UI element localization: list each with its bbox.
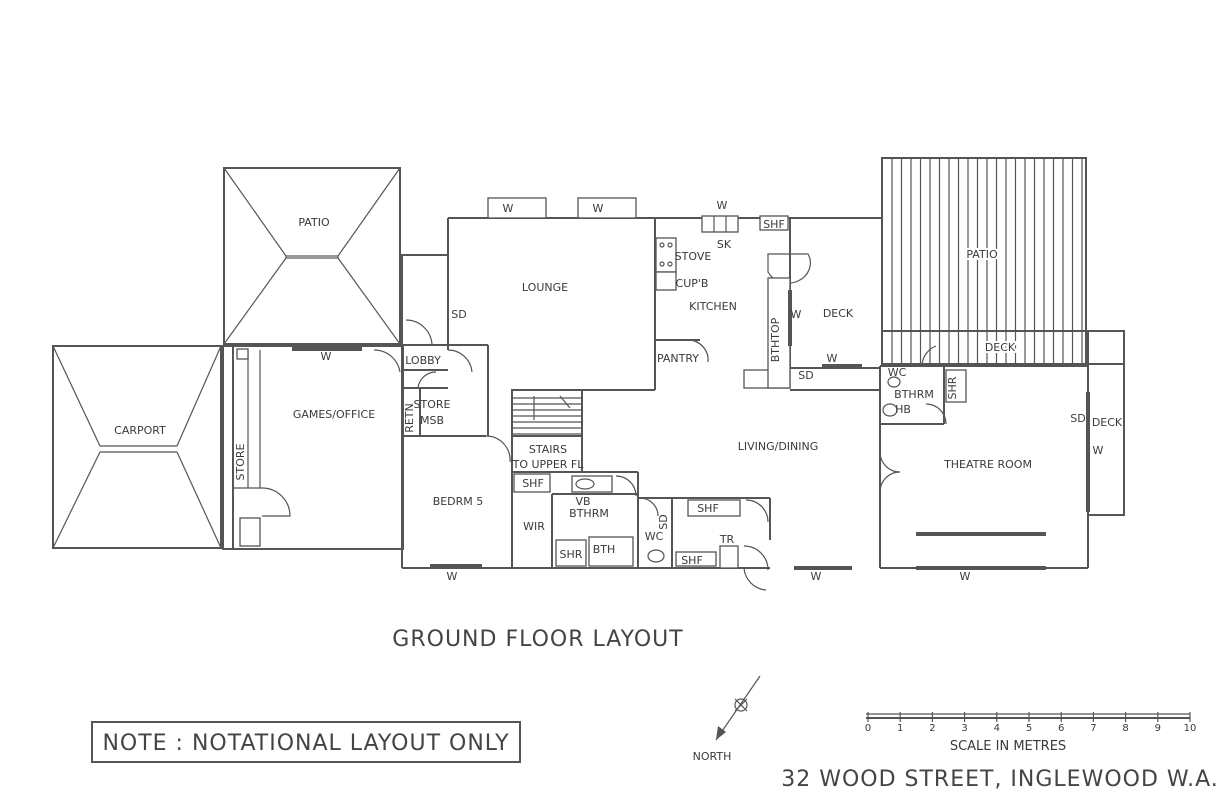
deck-top-label: DECK <box>823 307 854 320</box>
plan-title: GROUND FLOOR LAYOUT <box>392 627 683 652</box>
shf-lower2-label: SHF <box>681 554 703 567</box>
carport-label: CARPORT <box>114 424 166 437</box>
window-mark: W <box>827 352 838 365</box>
window-mark: W <box>593 202 604 215</box>
window-mark: W <box>321 350 332 363</box>
msb-label: MSB <box>420 414 444 427</box>
wc-mid-label: WC <box>645 530 664 543</box>
scale-label: SCALE IN METRES <box>950 739 1066 754</box>
living-dining: LIVING/DINING W <box>581 389 880 583</box>
scale-bar: 0 1 2 3 4 5 6 7 8 9 10 SCALE IN METRES <box>865 712 1197 754</box>
store-left-label: STORE <box>234 443 247 480</box>
scale-tick-label: 4 <box>994 723 1000 734</box>
stairs-label-2: TO UPPER FL <box>512 458 585 471</box>
deck-mid-label: DECK <box>985 341 1016 354</box>
pergola-slats <box>891 158 1083 364</box>
stairs: STAIRS TO UPPER FL <box>511 389 585 473</box>
store-mid-label: STORE <box>414 398 451 411</box>
scale-tick-label: 9 <box>1155 723 1161 734</box>
lobby-area: LOBBY STORE MSB RETN SD <box>373 254 486 568</box>
shr-mid-label: SHR <box>560 548 583 561</box>
cupboard-label: CUP'B <box>676 277 709 290</box>
sliding-door-mark: SD <box>798 369 813 382</box>
window-mark: W <box>503 202 514 215</box>
scale-tick-label: 7 <box>1090 723 1096 734</box>
theatre-room: THEATRE ROOM W <box>879 366 1089 583</box>
scale-tick-label: 1 <box>897 723 903 734</box>
bthrm-right-label: BTHRM <box>894 388 934 401</box>
wc-right-label: WC <box>888 366 907 379</box>
vb-label: VB <box>575 495 590 508</box>
deck-right-label: DECK <box>1092 416 1123 429</box>
scale-tick-label: 5 <box>1026 723 1032 734</box>
games-office-wing: W GAMES/OFFICE STORE <box>222 345 404 550</box>
deck-top: DECK W SD <box>790 218 883 382</box>
lounge: W W LOUNGE <box>447 197 656 436</box>
note-text: NOTE : NOTATIONAL LAYOUT ONLY <box>102 731 509 756</box>
patio-right-label: PATIO <box>966 248 998 261</box>
kitchen: W SHF SK STOVE CUP'B KITCHEN PANTRY BTHT… <box>655 199 882 389</box>
stairs-label: STAIRS <box>529 443 567 456</box>
scale-ticks: 0 1 2 3 4 5 6 7 8 9 10 <box>865 712 1197 734</box>
scale-tick-label: 3 <box>961 723 967 734</box>
north-label: NORTH <box>693 750 732 763</box>
scale-tick-label: 8 <box>1122 723 1128 734</box>
window-mark: W <box>791 308 802 321</box>
address-text: 32 WOOD STREET, INGLEWOOD W.A. <box>781 767 1219 792</box>
window-mark: W <box>447 570 458 583</box>
sliding-door-mark: SD <box>451 308 466 321</box>
hb-label: HB <box>895 403 911 416</box>
bthrm-mid-label: BTHRM <box>569 507 609 520</box>
scale-tick-label: 0 <box>865 723 871 734</box>
bthtop-label: BTHTOP <box>769 317 782 362</box>
shr-right-label: SHR <box>946 376 959 399</box>
stair-treads <box>512 397 582 435</box>
scale-tick-label: 10 <box>1184 723 1197 734</box>
theatre-label: THEATRE ROOM <box>943 458 1032 471</box>
carport-roof: CARPORT <box>52 345 222 549</box>
window-mark: W <box>1093 444 1104 457</box>
wir-label: WIR <box>523 520 545 533</box>
window-mark: W <box>960 570 971 583</box>
tr-label: TR <box>719 533 735 546</box>
window-mark: W <box>811 570 822 583</box>
patio-left-label: PATIO <box>298 216 330 229</box>
shf-mid-label: SHF <box>522 477 544 490</box>
bedroom-5-wing: BEDRM 5 WIR SHF VB BTHRM SHR BTH W <box>402 435 770 583</box>
lobby-label: LOBBY <box>405 354 441 367</box>
stove-label: STOVE <box>675 250 712 263</box>
ensuite-right: WC BTHRM HB SHR <box>879 345 1088 568</box>
north-arrow: NORTH <box>693 675 761 763</box>
retn-label: RETN <box>403 403 416 433</box>
bth-label: BTH <box>593 543 616 556</box>
patio-left-roof: PATIO <box>223 167 401 345</box>
scale-tick-label: 2 <box>929 723 935 734</box>
sliding-door-mark: SD <box>1070 412 1085 425</box>
living-dining-label: LIVING/DINING <box>738 440 819 453</box>
bedrm5-label: BEDRM 5 <box>433 495 484 508</box>
patio-right-pergola: PATIO <box>881 157 1087 365</box>
lounge-label: LOUNGE <box>522 281 568 294</box>
sliding-door-mark: SD <box>657 514 670 529</box>
pantry-label: PANTRY <box>657 352 699 365</box>
scale-tick-label: 6 <box>1058 723 1064 734</box>
shf-lower-label: SHF <box>697 502 719 515</box>
wc-laundry-block: SHF SHF TR WC SD <box>638 497 771 591</box>
games-office-label: GAMES/OFFICE <box>293 408 375 421</box>
sink-label: SK <box>717 238 732 251</box>
note-box <box>91 721 521 763</box>
kitchen-label: KITCHEN <box>689 300 737 313</box>
shf-top-label: SHF <box>763 218 785 231</box>
window-mark: W <box>717 199 728 212</box>
